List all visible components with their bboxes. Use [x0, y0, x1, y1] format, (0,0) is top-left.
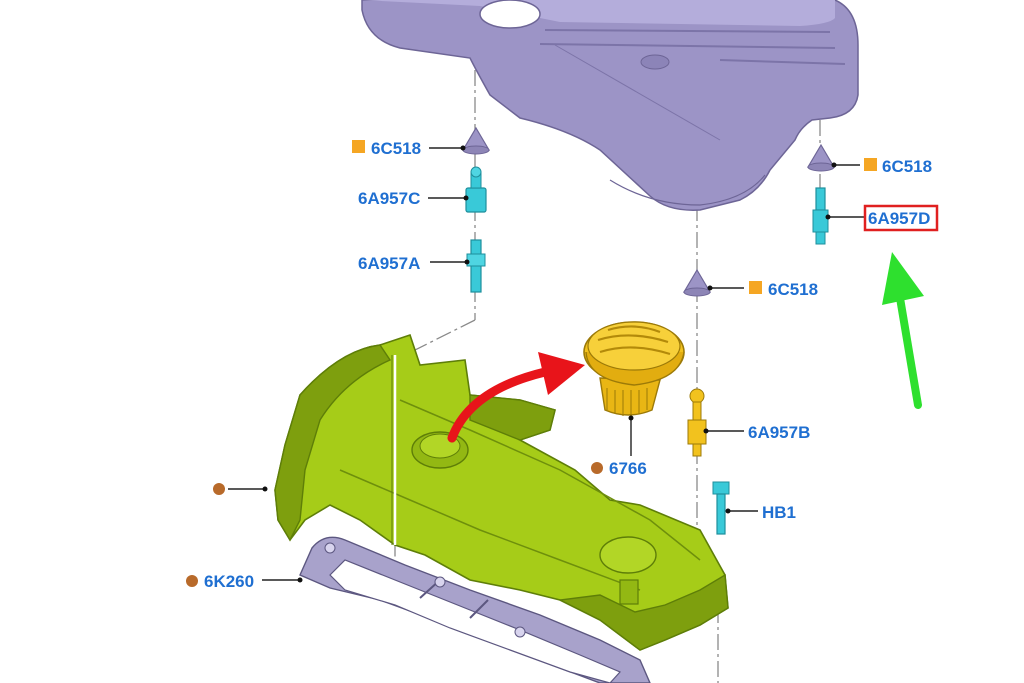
green-pointer-arrow-icon — [882, 252, 924, 409]
circle-marker-icon — [591, 462, 603, 474]
bolt-part — [712, 481, 730, 535]
gasket — [299, 536, 651, 683]
cover-nut-right-part — [806, 143, 836, 172]
part-code-label: 6A957A — [358, 254, 420, 273]
callout-oil-cap: 6766 — [591, 415, 647, 478]
valve-cover — [274, 333, 729, 651]
square-marker-icon — [352, 140, 365, 153]
square-marker-icon — [864, 158, 877, 171]
callout-cover-nut-center: 6C518 — [707, 280, 818, 299]
part-code-label: 6K260 — [204, 572, 254, 591]
part-code-label: 6A957C — [358, 189, 420, 208]
cover-nut-center-part — [682, 268, 712, 297]
red-curved-arrow-icon — [447, 352, 585, 443]
stud-c-part — [465, 166, 487, 213]
callout-bolt: HB1 — [725, 503, 796, 522]
callout-cover-nut-left: 6C518 — [352, 139, 466, 158]
part-code-label: 6A957B — [748, 423, 810, 442]
circle-marker-icon — [186, 575, 198, 587]
callout-stud-d: 6A957D — [825, 204, 939, 232]
callout-cover-nut-right: 6C518 — [831, 157, 932, 176]
circle-marker-icon — [213, 483, 225, 495]
highlight-box — [863, 204, 939, 232]
callout-valve-cover — [213, 483, 268, 495]
callout-stud-c: 6A957C — [358, 189, 469, 208]
stud-b-part — [687, 388, 707, 457]
oil-filler-cap — [583, 321, 685, 416]
part-code-label: 6C518 — [371, 139, 421, 158]
part-code-label: 6C518 — [882, 157, 932, 176]
callout-gasket: 6K260 — [186, 572, 303, 591]
part-code-label: 6C518 — [768, 280, 818, 299]
square-marker-icon — [749, 281, 762, 294]
part-code-label: 6766 — [609, 459, 647, 478]
callout-stud-b: 6A957B — [703, 423, 810, 442]
engine-cover — [361, 0, 859, 211]
part-code-label: 6A957D — [868, 209, 930, 228]
callout-stud-a: 6A957A — [358, 254, 470, 273]
stud-d-part — [812, 187, 829, 245]
stud-a-part — [466, 239, 486, 293]
cover-nut-left-part — [461, 126, 491, 155]
part-code-label: HB1 — [762, 503, 796, 522]
